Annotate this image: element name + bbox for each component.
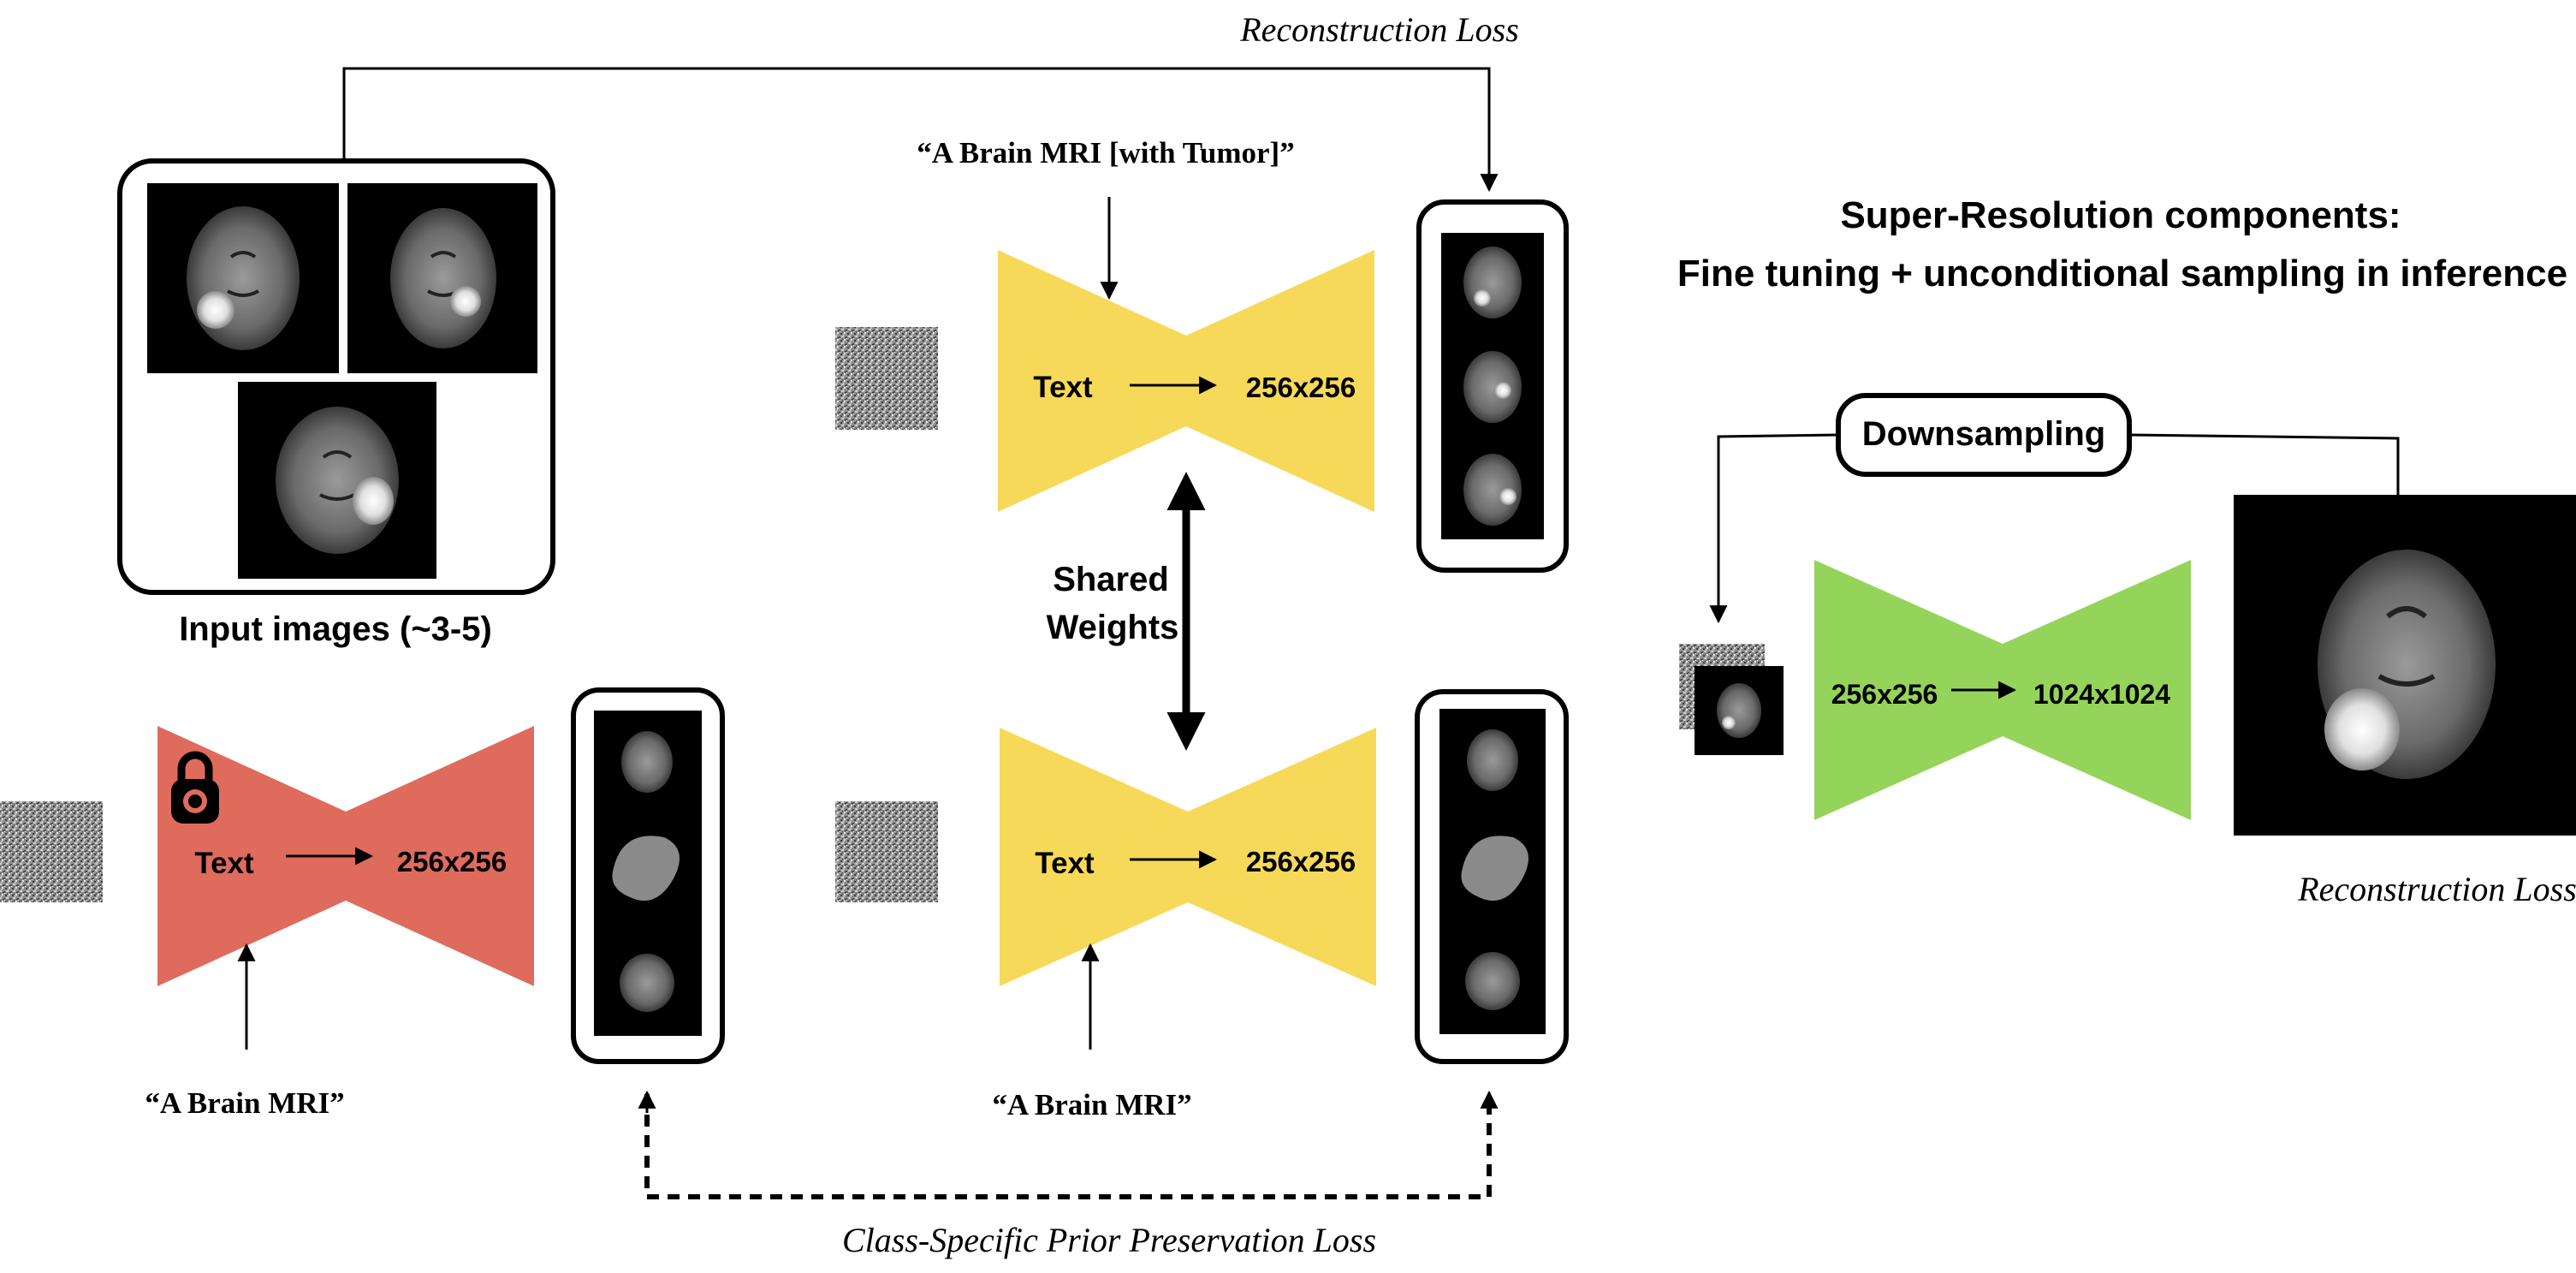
finetune-model-bottom: Text 256x256: [1000, 728, 1376, 986]
downsampling-arrow-down: [1709, 433, 1839, 624]
prior-preservation-label: Class-Specific Prior Preservation Loss: [842, 1221, 1376, 1259]
input-mri-image-1: [147, 183, 339, 373]
reconstruction-loss-right-label: Reconstruction Loss: [2297, 870, 2576, 908]
sr-output-label: 1024x1024: [2033, 679, 2170, 710]
prompt-brain-left: “A Brain MRI”: [145, 1086, 344, 1120]
input-images-panel: [117, 158, 555, 595]
prior-preservation-connector: [638, 1090, 1499, 1199]
shared-weights-label-2: Weights: [1047, 609, 1179, 646]
noise-input-left: [0, 801, 103, 902]
downsampling-label: Downsampling: [1862, 415, 2105, 453]
bowtie-shape-top: [998, 250, 1374, 512]
bowtie-shape-bottom: [1000, 728, 1376, 986]
finetune-model-top: Text 256x256: [998, 250, 1374, 512]
output-strip-frozen: [571, 687, 725, 1064]
output-strip-bottom: [1415, 689, 1569, 1064]
prompt-with-tumor: “A Brain MRI [with Tumor]”: [917, 136, 1294, 170]
output-strip-top: [1416, 199, 1569, 573]
sr-lowres-input: [1679, 644, 1784, 755]
input-mri-image-3: [238, 382, 436, 579]
model-top-input-label: Text: [1033, 371, 1093, 404]
sr-title-line-1: Super-Resolution components:: [1840, 194, 2401, 236]
super-resolution-model: 256x256 1024x1024: [1814, 560, 2191, 820]
sr-highres-output: [2234, 495, 2576, 836]
input-images-label: Input images (~3-5): [179, 610, 492, 648]
reconstruction-loss-connector: [342, 67, 1499, 193]
model-bottom-output-label: 256x256: [1246, 846, 1356, 877]
input-mri-image-2: [347, 183, 537, 373]
noise-input-mid: [835, 801, 938, 902]
frozen-input-label: Text: [194, 847, 254, 880]
downsampling-box: Downsampling: [1836, 393, 2132, 477]
prompt-brain-mid: “A Brain MRI”: [992, 1088, 1191, 1121]
sr-title-line-2: Fine tuning + unconditional sampling in …: [1677, 253, 2567, 294]
model-top-output-label: 256x256: [1246, 372, 1356, 403]
model-bottom-input-label: Text: [1035, 847, 1095, 880]
reconstruction-loss-top-label: Reconstruction Loss: [1239, 10, 1519, 49]
sr-input-label: 256x256: [1831, 679, 1938, 710]
noise-input-top: [835, 327, 938, 430]
lock-icon: [171, 751, 219, 824]
shared-weights-label-1: Shared: [1053, 561, 1169, 598]
downsampling-connector: [2128, 433, 2400, 495]
frozen-output-label: 256x256: [397, 846, 507, 877]
frozen-model: Text 256x256: [157, 726, 534, 986]
